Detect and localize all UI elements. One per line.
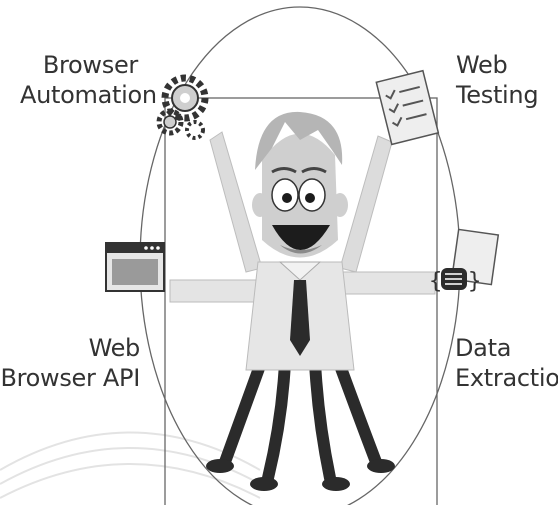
gears-icon xyxy=(156,74,209,140)
svg-text:{: { xyxy=(429,269,442,294)
label-browser-automation-line2: Automation xyxy=(20,81,157,109)
svg-text:}: } xyxy=(468,269,481,294)
label-data-extraction: Data Extraction xyxy=(455,333,558,393)
label-web-testing-line1: Web xyxy=(456,51,508,79)
collar xyxy=(278,261,322,281)
label-web-testing-line2: Testing xyxy=(456,81,539,109)
label-browser-automation: Browser Automation xyxy=(20,50,157,110)
document-checklist-icon xyxy=(375,69,440,146)
vitruvian-square xyxy=(164,97,438,505)
shoes xyxy=(206,459,395,491)
label-data-extraction-line1: Data xyxy=(455,334,512,362)
label-web-browser-api-line2: Browser API xyxy=(0,364,140,392)
label-web-browser-api-line1: Web xyxy=(88,334,141,362)
label-browser-automation-line1: Browser xyxy=(42,51,138,79)
tie xyxy=(290,280,310,356)
head xyxy=(252,111,348,258)
label-web-browser-api: Web Browser API xyxy=(0,333,140,393)
code-braces-document-icon: { } xyxy=(429,228,500,294)
legs xyxy=(219,354,382,484)
label-web-testing: Web Testing xyxy=(456,50,556,110)
label-data-extraction-line2: Extraction xyxy=(455,364,558,392)
browser-window-icon xyxy=(105,242,165,292)
